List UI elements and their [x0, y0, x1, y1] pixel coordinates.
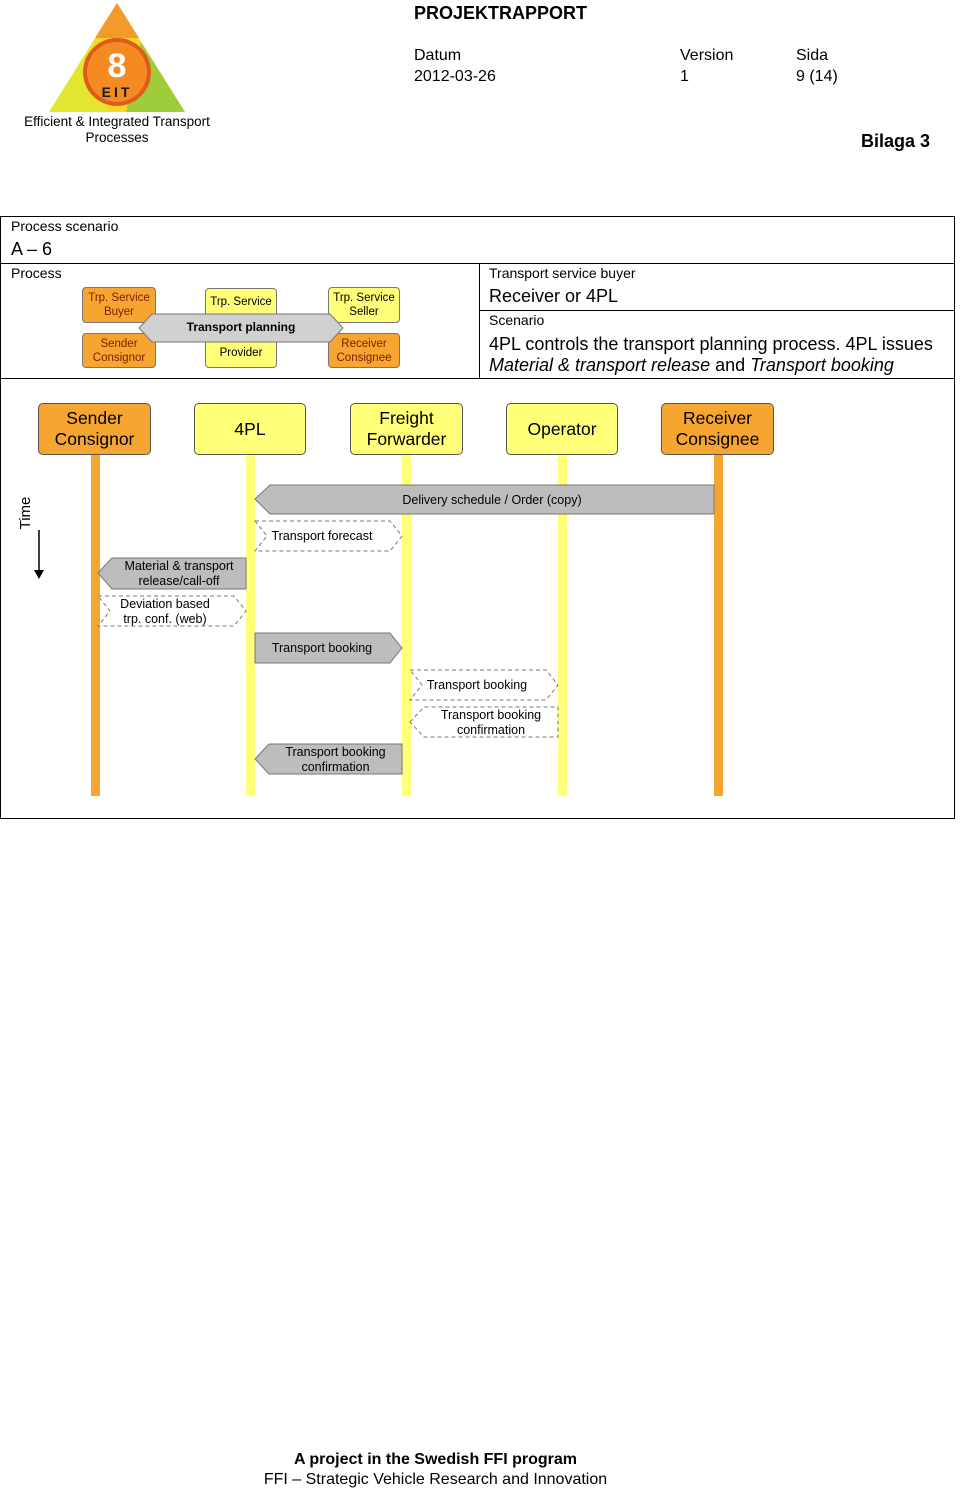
logo-number: 8: [108, 47, 127, 85]
message-arrow-booking-confirmation-2: [254, 743, 403, 775]
buyer-value: Receiver or 4PL: [489, 286, 619, 306]
message-text: confirmation: [456, 722, 526, 737]
table-divider: [0, 263, 955, 264]
logo-letters: EIT: [102, 84, 133, 100]
transport-planning-arrow: [138, 313, 344, 343]
transport-planning-label: Transport planning: [186, 320, 296, 334]
footer-project-line: A project in the Swedish FFI program: [294, 1451, 577, 1468]
scenario-italic-booking: Transport booking: [750, 355, 894, 375]
scenario-description-line2: Material & transport release and Transpo…: [489, 355, 894, 376]
footer-program-line: FFI – Strategic Vehicle Research and Inn…: [263, 1471, 608, 1488]
lifeline-4pl: [246, 455, 255, 796]
scenario-text-label: Scenario: [489, 312, 545, 328]
provider-bottom-label: Provider: [219, 347, 263, 359]
logo-caption-line2: Processes: [85, 130, 149, 145]
message-label-transport-booking-1: Transport booking: [255, 633, 389, 664]
message-label-transport-forecast: Transport forecast: [255, 521, 389, 552]
eit-logo: 8 EIT: [49, 3, 185, 112]
appendix-label: Bilaga 3: [861, 131, 931, 151]
buyer-label: Transport service buyer: [489, 265, 636, 281]
message-arrow-material-release: [97, 557, 247, 590]
page-value: 9 (14): [796, 68, 838, 85]
date-label: Datum: [414, 47, 462, 64]
message-arrows-layer: [96, 484, 715, 775]
message-text: Transport booking: [426, 678, 528, 692]
message-arrow-deviation-conf: [96, 595, 247, 627]
scenario-description-line1: 4PL controls the transport planning proc…: [489, 334, 933, 354]
actor-label-line2: Forwarder: [366, 429, 447, 449]
trp-service-seller-box: Trp. Service Seller: [328, 287, 400, 323]
version-label: Version: [680, 47, 734, 64]
version-value: 1: [680, 68, 689, 85]
actor-label-line2: Consignee: [675, 429, 760, 449]
message-label-delivery-schedule: Delivery schedule / Order (copy): [270, 485, 714, 515]
scenario-and: and: [715, 355, 746, 375]
table-divider: [479, 310, 955, 311]
process-label: Process: [11, 265, 62, 281]
actor-label-line1: Operator: [527, 418, 597, 439]
message-arrow-transport-booking-2: [408, 669, 559, 701]
actor-operator: Operator: [506, 403, 618, 455]
message-arrow-transport-forecast: [253, 520, 403, 552]
actor-label-line1: Receiver: [682, 408, 753, 428]
logo-caption: Efficient & Integrated Transport Process…: [0, 114, 234, 146]
actor-label-line1: Freight: [379, 408, 434, 428]
page-label: Sida: [796, 47, 829, 64]
message-text: trp. conf. (web): [123, 611, 207, 626]
scenario-table: [0, 216, 955, 379]
time-axis-arrow: [34, 530, 44, 579]
message-text: Transport booking: [271, 641, 373, 655]
actor-4pl: 4PL: [194, 403, 306, 455]
sender-consignor-box: Sender Consignor: [82, 333, 156, 368]
lifeline-receiver-consignee: [714, 455, 723, 796]
process-scenario-label: Process scenario: [11, 218, 119, 234]
scenario-id: A – 6: [11, 239, 53, 259]
provider-top-label: Trp. Service: [210, 296, 272, 308]
table-divider-vertical: [479, 263, 480, 379]
lifeline-sender-consignor: [91, 455, 100, 796]
message-text: Deviation based: [120, 596, 210, 611]
message-text: Transport booking: [285, 744, 386, 759]
message-text: Material & transport: [124, 559, 234, 573]
trp-service-buyer-box: Trp. Service Buyer: [82, 287, 156, 323]
message-text: Delivery schedule / Order (copy): [402, 492, 582, 507]
message-arrow-transport-booking-1: [254, 632, 403, 664]
message-text: Transport forecast: [271, 529, 373, 543]
actor-label-line2: Consignor: [54, 429, 135, 449]
lifeline-operator: [558, 455, 567, 796]
actor-label-line1: 4PL: [234, 418, 266, 439]
scenario-italic-release: Material & transport release: [489, 355, 711, 375]
actor-label-line1: Sender: [66, 408, 123, 428]
message-text: confirmation: [301, 759, 370, 774]
receiver-consignee-box: Receiver Consignee: [328, 333, 400, 368]
sequence-diagram-frame: [0, 379, 955, 819]
message-text: Transport booking: [440, 707, 542, 722]
message-arrow-delivery-schedule: [254, 484, 715, 515]
message-label-transport-booking-2: Transport booking: [410, 670, 544, 701]
message-text: release/call-off: [138, 574, 220, 588]
date-value: 2012-03-26: [414, 68, 496, 85]
report-title: PROJEKTRAPPORT: [414, 3, 588, 23]
lifeline-freight-forwarder: [402, 455, 411, 796]
message-arrow-booking-confirmation-1: [409, 706, 559, 738]
logo-caption-line1: Efficient & Integrated Transport: [24, 114, 210, 129]
